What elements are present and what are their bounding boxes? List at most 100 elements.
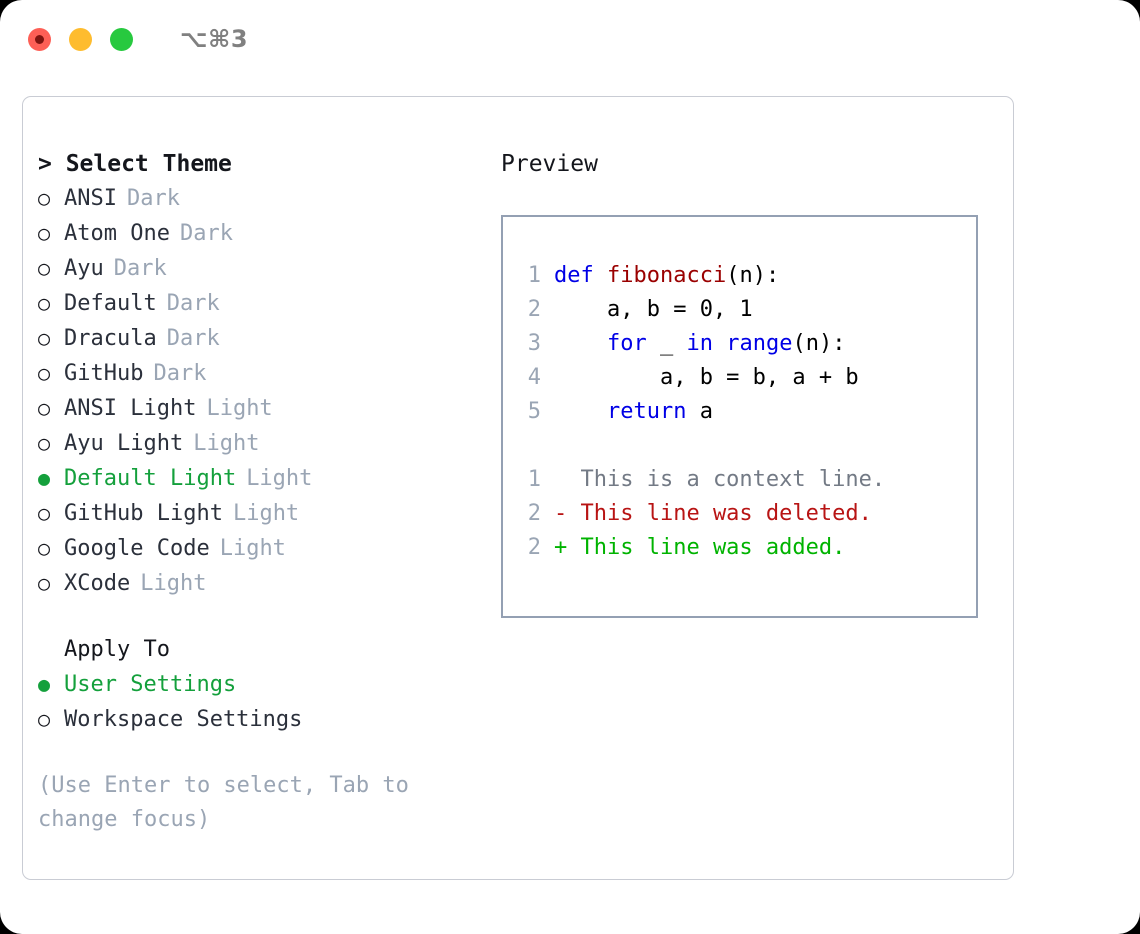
diff-line: 1 This is a context line. [503,463,976,497]
diff-line-text: - This line was deleted. [554,501,872,526]
code-token: def [554,263,594,288]
radio-unselected-icon: ○ [38,326,51,350]
apply-to-option[interactable]: ●User Settings [38,667,478,702]
code-line-text: a, b = b, a + b [554,361,859,395]
line-number: 2 [527,297,541,322]
code-token: for [606,331,647,356]
code-token [594,263,607,288]
code-token: fibonacci [607,263,727,288]
theme-variant-badge: Dark [166,326,220,351]
code-token [713,331,726,356]
keyboard-hint-text: (Use Enter to select, Tab to change focu… [38,773,409,832]
apply-to-option-label: User Settings [64,672,237,697]
radio-unselected-icon: ○ [38,291,51,315]
theme-variant-badge: Dark [113,256,167,281]
keyboard-shortcut-label: ⌥⌘3 [180,25,249,53]
code-token: (n): [726,263,780,288]
code-token: in [686,331,713,356]
theme-variant-badge: Light [219,536,286,561]
theme-option-label: Ayu [64,256,104,281]
code-line-text: return a [554,395,713,429]
theme-option[interactable]: ○ Default Dark [38,286,478,321]
theme-variant-badge: Light [232,501,300,526]
code-line-text: a, b = 0, 1 [554,293,753,327]
theme-option[interactable]: ○ ANSI Light Light [38,391,478,426]
line-number: 2 [527,501,541,526]
line-number: 1 [527,467,541,492]
theme-variant-badge: Dark [179,221,233,246]
theme-variant-badge: Dark [126,186,180,211]
preview-spacer [503,429,976,463]
apply-to-heading: Apply To [64,637,170,662]
theme-option[interactable]: ● Default Light Light [38,461,478,496]
theme-option[interactable]: ○ Google Code Light [38,531,478,566]
theme-option[interactable]: ○ Ayu Dark [38,251,478,286]
radio-unselected-icon: ○ [38,396,51,420]
diff-line-text: + This line was added. [554,535,846,560]
code-token: range [726,331,793,356]
diff-line: 2 - This line was deleted. [503,497,976,531]
code-line-text: for _ in range(n): [554,327,845,361]
diff-line: 2+ This line was added. [503,531,976,565]
minimize-window-button[interactable] [69,27,92,51]
preview-heading: Preview [501,151,598,177]
code-line-text: def fibonacci(n): [554,259,779,293]
code-token: a, b = 0, 1 [554,297,753,322]
theme-option-label: Default Light [64,466,237,491]
theme-variant-badge: Light [246,466,313,491]
theme-option-label: Default [64,291,157,316]
radio-unselected-icon: ○ [38,221,51,245]
line-number: 3 [527,331,541,356]
title-bar: ⌥⌘3 [0,0,1140,78]
theme-variant-badge: Light [193,431,260,456]
code-token: return [606,399,687,424]
radio-unselected-icon: ○ [38,501,51,525]
code-token: a, b = b, a + b [554,365,859,390]
code-line: 1 def fibonacci(n): [503,259,976,293]
code-token [554,331,607,356]
apply-to-section: Apply To ●User Settings○Workspace Settin… [38,633,478,737]
line-number: 5 [527,399,541,424]
radio-unselected-icon: ○ [38,186,51,210]
window-controls [28,27,133,51]
code-line: 2 a, b = 0, 1 [503,293,976,327]
apply-to-option[interactable]: ○Workspace Settings [38,702,478,737]
theme-variant-badge: Light [206,396,273,421]
theme-variant-badge: Dark [153,361,207,386]
code-token: (n): [792,331,846,356]
theme-variant-badge: Dark [166,291,220,316]
radio-unselected-icon: ○ [38,707,51,731]
radio-unselected-icon: ○ [38,256,51,280]
theme-option-label: Dracula [64,326,157,351]
diff-sample-block: 1 This is a context line. 2 - This line wa… [503,463,976,565]
theme-option-label: XCode [64,571,131,596]
code-line: 4 a, b = b, a + b [503,361,976,395]
line-number: 1 [527,263,541,288]
radio-unselected-icon: ○ [38,571,51,595]
code-token: a [686,399,713,424]
theme-option[interactable]: ○ Dracula Dark [38,321,478,356]
theme-option-label: GitHub [64,361,144,386]
select-theme-heading: > Select Theme [38,151,232,177]
code-line: 3 for _ in range(n): [503,327,976,361]
maximize-window-button[interactable] [110,27,133,51]
radio-unselected-icon: ○ [38,361,51,385]
code-token: _ [646,331,687,356]
radio-selected-icon: ● [38,466,51,490]
theme-option-label: Ayu Light [64,431,184,456]
close-window-button[interactable] [28,27,51,51]
theme-option-label: Google Code [64,536,210,561]
code-token [554,399,607,424]
theme-option-label: ANSI Light [64,396,197,421]
theme-option[interactable]: ○ GitHub Dark [38,356,478,391]
radio-unselected-icon: ○ [38,536,51,560]
